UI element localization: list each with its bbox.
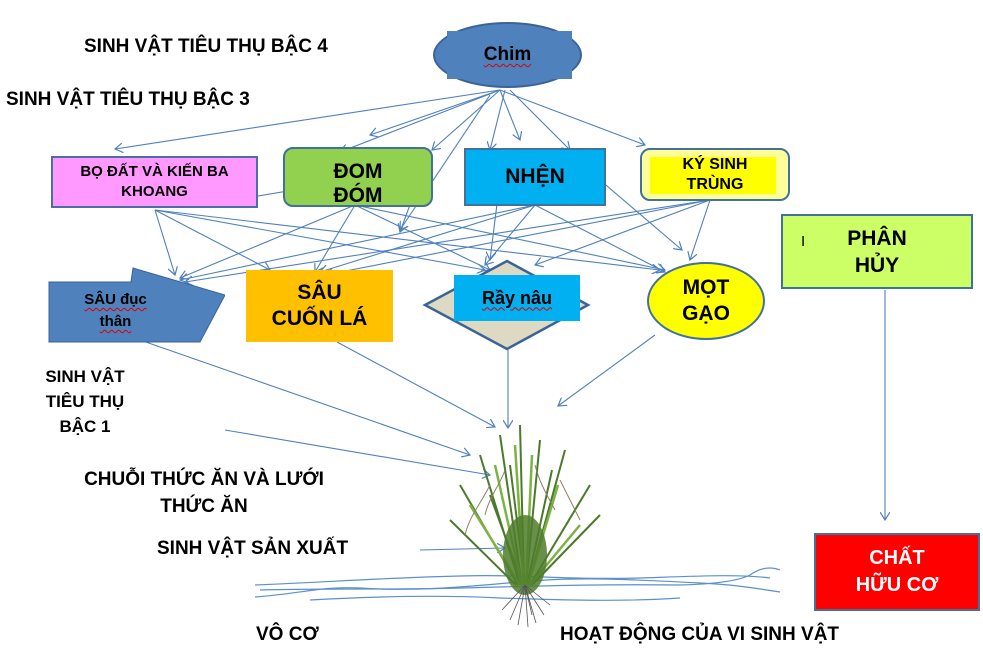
edge-chim-to-bo-dat [115, 89, 501, 149]
node-sau-duc-than-label: SÂU đục thân [84, 291, 147, 330]
rice-plant-image [449, 425, 601, 628]
edge-chim-to-ky-sinh [499, 89, 645, 145]
edge-nhen-to-sau-cuon-la [320, 204, 536, 272]
node-sau-cuon-la-label: SÂU CUỐN LÁ [271, 281, 368, 330]
edge-chim-line-d [509, 89, 570, 150]
edge-label-to-rice [224, 429, 490, 475]
text-cursor-marker: I [801, 233, 806, 250]
node-sau-duc-than-shape [48, 267, 225, 343]
edge-sau-cuon-la-to-rice [336, 341, 495, 427]
edge-ky-sinh-to-sau-duc-than [185, 199, 711, 282]
edge-nhen-line-b [599, 179, 682, 250]
edge-bo-dat-to-sau-duc-than [154, 209, 175, 275]
edge-mot-gao-to-rice [558, 334, 656, 406]
edge-dom-dom-to-sau-cuon-la [315, 204, 356, 272]
node-bo-dat-label: BỌ ĐẤT VÀ KIẾN BA KHOANG [80, 163, 229, 200]
node-mot-gao-label: MỌT GẠO [682, 276, 730, 325]
edge-nhen-to-mot-gao [534, 204, 665, 272]
node-ky-sinh-trung[interactable]: KÝ SINH TRÙNG [640, 148, 790, 201]
edge-ky-sinh-to-ray-nau [535, 199, 711, 265]
node-chat-huu-co[interactable]: CHẤT HỮU CƠ [814, 533, 980, 611]
node-ray-nau-label: Rầy nâu [481, 287, 553, 308]
label-inorganic: VÔ CƠ [256, 624, 319, 645]
edge-sau-duc-than-to-rice [139, 339, 470, 455]
node-dom-dom[interactable]: ĐOM ĐÓM [283, 147, 433, 207]
edge-dom-dom-to-ray-nau [354, 204, 490, 270]
node-chat-huu-co-label: CHẤT HỮU CƠ [855, 547, 939, 596]
edge-dom-dom-to-mot-gao [354, 204, 665, 270]
node-phan-huy-label: PHÂN HỦY [847, 226, 907, 277]
node-mot-gao[interactable]: MỌT GẠO [647, 262, 765, 340]
node-dom-dom-label: ĐOM ĐÓM [333, 160, 383, 207]
edge-ky-sinh-line [690, 199, 711, 260]
label-consumer-level-1: SINH VẬT TIÊU THỤ BẬC 1 [45, 367, 125, 436]
node-ray-nau[interactable]: Rầy nâu [454, 275, 580, 321]
edge-producer-to-rice [419, 548, 505, 550]
edge-chim-line-c [490, 89, 506, 150]
node-chim-label: Chim [483, 44, 532, 65]
edge-nhen-to-sau-duc-than [180, 204, 536, 280]
edge-chim-line-b [432, 89, 501, 150]
node-nhen[interactable]: NHỆN [464, 148, 606, 206]
node-chim[interactable]: Chim [433, 22, 582, 88]
label-consumer-level-4: SINH VẬT TIÊU THỤ BẬC 4 [84, 36, 328, 57]
diagram-title: CHUỖI THỨC ĂN VÀ LƯỚI THỨC ĂN [84, 469, 324, 517]
edge-bo-dat-to-ray-nau [154, 209, 485, 270]
label-microbial-activity: HOẠT ĐỘNG CỦA VI SINH VẬT [560, 624, 840, 645]
node-ky-sinh-label: KÝ SINH TRÙNG [682, 155, 748, 193]
label-consumer-level-3: SINH VẬT TIÊU THỤ BẬC 3 [6, 89, 250, 110]
edge-dom-dom-to-sau-duc-than [180, 204, 356, 278]
edge-chim-line-e [400, 94, 491, 230]
edge-chim-line-a [340, 89, 501, 152]
node-phan-huy[interactable]: I PHÂN HỦY [781, 214, 973, 289]
node-nhen-label: NHỆN [505, 165, 565, 188]
edge-bo-dat-to-sau-cuon-la [154, 209, 270, 270]
edge-ky-sinh-to-sau-cuon-la [325, 199, 711, 275]
label-producer: SINH VẬT SẢN XUẤT [157, 538, 349, 559]
node-sau-duc-than[interactable]: SÂU đục thân [58, 285, 173, 337]
edge-bo-dat-to-mot-gao [154, 209, 660, 270]
node-bo-dat-va-kien-ba-khoang[interactable]: BỌ ĐẤT VÀ KIẾN BA KHOANG [51, 156, 258, 208]
node-ky-sinh-textbox [650, 157, 776, 194]
node-sau-cuon-la[interactable]: SÂU CUỐN LÁ [246, 270, 393, 342]
node-chim-textbox [447, 31, 572, 79]
edge-chim-to-dom-dom [370, 89, 501, 135]
